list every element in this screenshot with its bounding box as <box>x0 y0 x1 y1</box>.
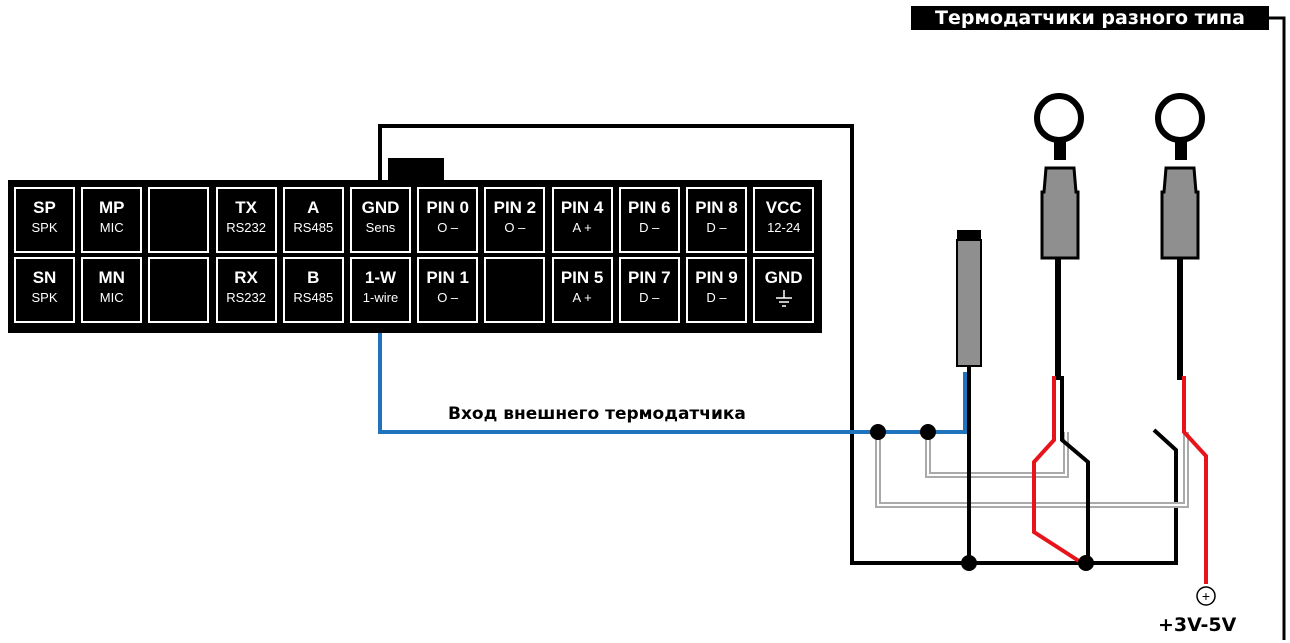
probe-sensor-cap <box>957 230 981 240</box>
connector-pin <box>484 257 546 323</box>
pin-function: 12-24 <box>767 220 801 235</box>
connector-pin: 1-W 1-wire <box>350 257 411 323</box>
input-label: Вход внешнего термодатчика <box>448 404 746 424</box>
probe-sensor-body <box>956 239 982 367</box>
gnd-wire <box>378 124 1178 565</box>
connector-pin: SP SPK <box>14 187 75 253</box>
connector-pin: PIN 7 D – <box>618 257 680 323</box>
pin-function: A + <box>572 290 592 305</box>
pin-name: B <box>307 268 320 287</box>
title-bracket-line <box>1269 16 1286 640</box>
connector-pin: PIN 1 O – <box>417 257 479 323</box>
connector-pin: B RS485 <box>282 257 344 323</box>
connector-pin: GND Sens <box>350 187 411 253</box>
connector-pin: RX RS232 <box>215 257 277 323</box>
pin-function: RS232 <box>226 220 266 235</box>
ring-sensor-2-eye <box>1155 93 1205 143</box>
pin-function: RS232 <box>226 290 266 305</box>
pin-function: MIC <box>99 220 124 235</box>
pin-function: D – <box>706 290 727 305</box>
connector-pin: PIN 6 D – <box>618 187 680 253</box>
pin-function: O – <box>437 220 459 235</box>
pin-name: PIN 4 <box>560 198 604 217</box>
junction-dot <box>870 424 886 440</box>
connector-pin: MN MIC <box>81 257 143 323</box>
power-label: +3V-5V <box>1158 614 1237 636</box>
pin-function: D – <box>706 220 727 235</box>
junction-dot <box>961 555 977 571</box>
connector-pin: MP MIC <box>81 187 143 253</box>
pin-function: O – <box>437 290 459 305</box>
connector-pin: SN SPK <box>14 257 75 323</box>
power-terminal-sign: + <box>1202 588 1210 604</box>
ground-icon <box>755 290 812 312</box>
data-wire-gray-2-core <box>927 432 1067 476</box>
pin-name: RX <box>234 268 258 287</box>
pin-name: GND <box>361 198 400 217</box>
pin-name: SN <box>32 268 57 287</box>
connector-pin: A RS485 <box>282 187 344 253</box>
pin-function: RS485 <box>293 290 334 305</box>
connector-pin: TX RS232 <box>215 187 277 253</box>
pin-name: VCC <box>765 198 802 217</box>
pin-name: PIN 6 <box>628 198 671 217</box>
pin-name: SP <box>33 198 56 217</box>
pin-name: PIN 9 <box>695 268 738 287</box>
connector-pin: PIN 4 A + <box>551 187 613 253</box>
ring-sensor-1-body <box>1040 166 1080 260</box>
ring-sensor-2-body <box>1160 166 1200 260</box>
power-terminal-icon <box>1196 586 1216 606</box>
pin-function: D – <box>639 290 660 305</box>
ring-sensor-1-white-lead <box>1060 376 1090 563</box>
pin-name: PIN 5 <box>560 268 604 287</box>
connector-key <box>388 158 444 182</box>
connector-pin: PIN 0 O – <box>417 187 479 253</box>
pin-function: Sens <box>365 220 396 235</box>
ring-sensor-1-neck <box>1054 140 1066 160</box>
pin-function: MIC <box>99 290 124 305</box>
pin-function: D – <box>639 220 660 235</box>
connector-pin: PIN 8 D – <box>686 187 747 253</box>
pin-name: MP <box>98 198 125 217</box>
pin-name: MN <box>98 268 125 287</box>
pin-function: 1-wire <box>362 290 399 305</box>
pin-function: SPK <box>31 220 58 235</box>
junction-dot <box>1078 555 1094 571</box>
connector-pin <box>148 187 210 253</box>
pin-function: O – <box>504 220 526 235</box>
connector-pin: GND <box>753 257 815 323</box>
pin-function: RS485 <box>293 220 334 235</box>
pin-function: SPK <box>31 290 58 305</box>
pin-name: GND <box>764 268 803 287</box>
ring-sensor-2-red-lead <box>1182 376 1208 584</box>
pin-name: PIN 2 <box>493 198 537 217</box>
ring-sensor-2-neck <box>1175 140 1187 160</box>
junction-dot <box>920 424 936 440</box>
pin-name: TX <box>235 198 257 217</box>
one-wire-input-wire <box>378 333 967 434</box>
connector-pin: PIN 9 D – <box>686 257 747 323</box>
data-wire-gray-2 <box>925 432 1069 478</box>
pin-name: 1-W <box>364 268 397 287</box>
diagram-title: Термодатчики разного типа <box>911 6 1269 30</box>
pin-name: PIN 1 <box>426 268 469 287</box>
ring-sensor-1-red-lead <box>1032 376 1084 565</box>
pin-name: PIN 8 <box>695 198 738 217</box>
pin-name: A <box>307 198 320 217</box>
pin-function: A + <box>572 220 592 235</box>
connector-pin: PIN 2 O – <box>484 187 546 253</box>
pin-name: PIN 7 <box>628 268 671 287</box>
pin-name: PIN 0 <box>426 198 469 217</box>
connector-pin: PIN 5 A + <box>551 257 613 323</box>
connector-pin <box>148 257 210 323</box>
connector-pin: VCC 12-24 <box>753 187 815 253</box>
ring-sensor-1-eye <box>1034 93 1084 143</box>
